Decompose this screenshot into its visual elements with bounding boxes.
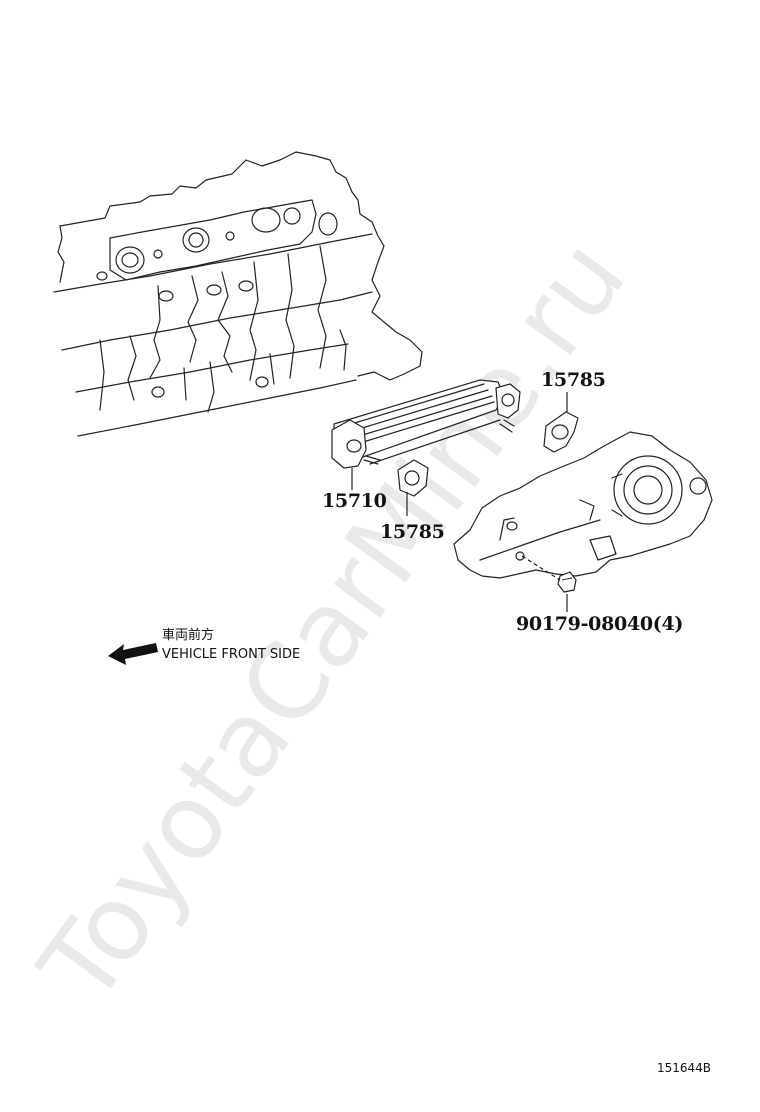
gasket-upper-illustration [543, 411, 579, 453]
engine-block-illustration [53, 151, 423, 437]
figure-id: 151644B [657, 1061, 711, 1075]
part-label-nut[interactable]: 90179-08040(4) [516, 613, 683, 635]
leader-nut-dashed [521, 555, 561, 581]
direction-label-en: VEHICLE FRONT SIDE [162, 647, 300, 662]
part-label-oil-cooler[interactable]: 15710 [322, 490, 387, 512]
gasket-lower-illustration [397, 459, 429, 497]
part-label-gasket-upper[interactable]: 15785 [541, 369, 606, 391]
nut-illustration [557, 571, 577, 593]
part-label-gasket-lower[interactable]: 15785 [380, 521, 445, 543]
oil-cooler-illustration [331, 379, 521, 469]
housing-illustration [453, 431, 713, 579]
front-direction-indicator: 車両前方 VEHICLE FRONT SIDE [108, 627, 300, 665]
direction-label-jp: 車両前方 [162, 627, 214, 643]
front-arrow-icon [108, 643, 158, 665]
